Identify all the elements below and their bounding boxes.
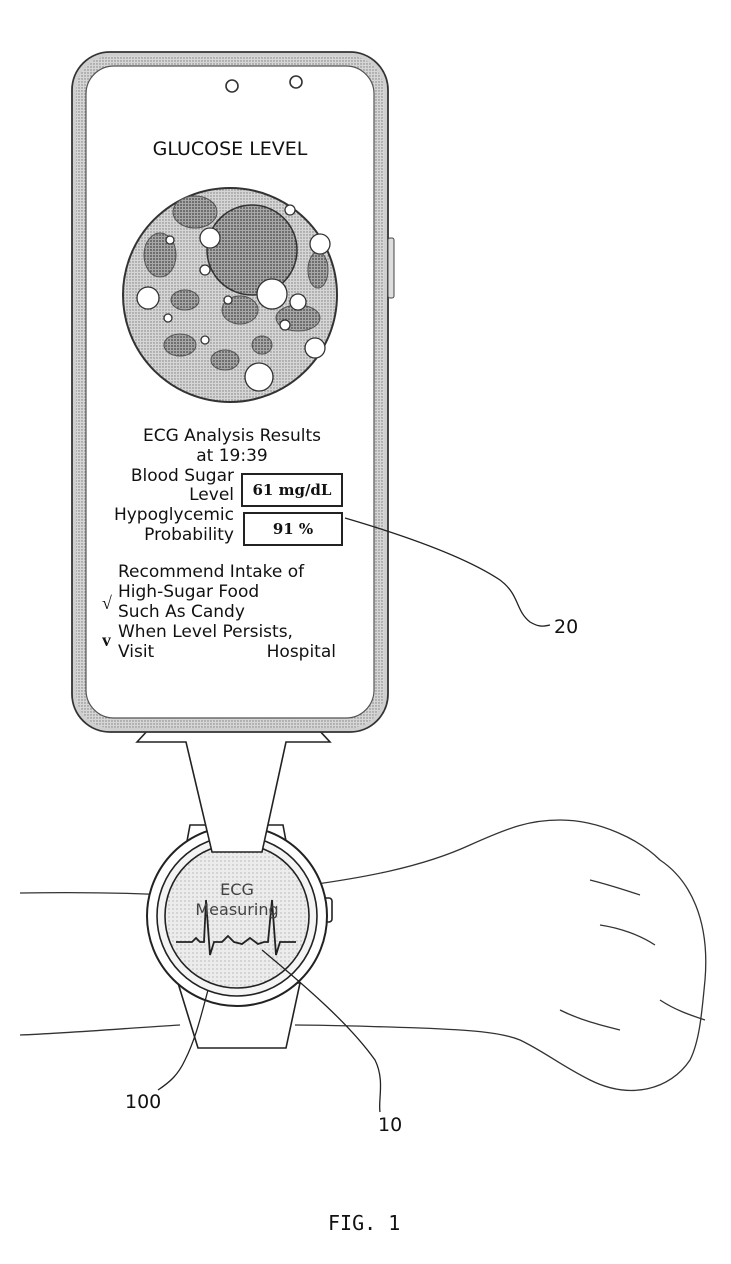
- blood-sugar-label-line2: Level: [114, 487, 234, 504]
- results-heading-line2: at 19:39: [196, 448, 267, 465]
- blood-sugar-label-line1: Blood Sugar: [114, 468, 234, 485]
- hypo-label-line2: Probability: [94, 527, 234, 544]
- arm-outline: [20, 820, 706, 1090]
- recommendation-1-check: √: [102, 594, 112, 612]
- hypo-value: 91 %: [243, 512, 343, 546]
- phone-title: GLUCOSE LEVEL: [153, 140, 308, 159]
- ref-numeral-phone: 20: [554, 618, 578, 637]
- smartwatch: [147, 825, 332, 1048]
- recommendation-2-line2: Visit Hospital: [118, 644, 336, 661]
- ref-numeral-watch-screen: 10: [378, 1116, 402, 1135]
- glucose-visualization: [123, 188, 337, 402]
- recommendation-1-line1: Recommend Intake of: [118, 564, 304, 581]
- ref-numeral-watch-device: 100: [125, 1093, 161, 1112]
- recommendation-1-line3: Such As Candy: [118, 604, 245, 621]
- recommendation-2-line1: When Level Persists,: [118, 624, 293, 641]
- recommendation-2-check: v: [102, 631, 111, 649]
- figure-caption: FIG. 1: [328, 1213, 400, 1233]
- watch-line2: Measuring: [195, 902, 278, 918]
- results-heading-line1: ECG Analysis Results: [143, 428, 321, 445]
- watch-line1: ECG: [220, 882, 254, 898]
- recommendation-1-line2: High-Sugar Food: [118, 584, 259, 601]
- blood-sugar-value: 61 mg/dL: [241, 473, 343, 507]
- hypo-label-line1: Hypoglycemic: [94, 507, 234, 524]
